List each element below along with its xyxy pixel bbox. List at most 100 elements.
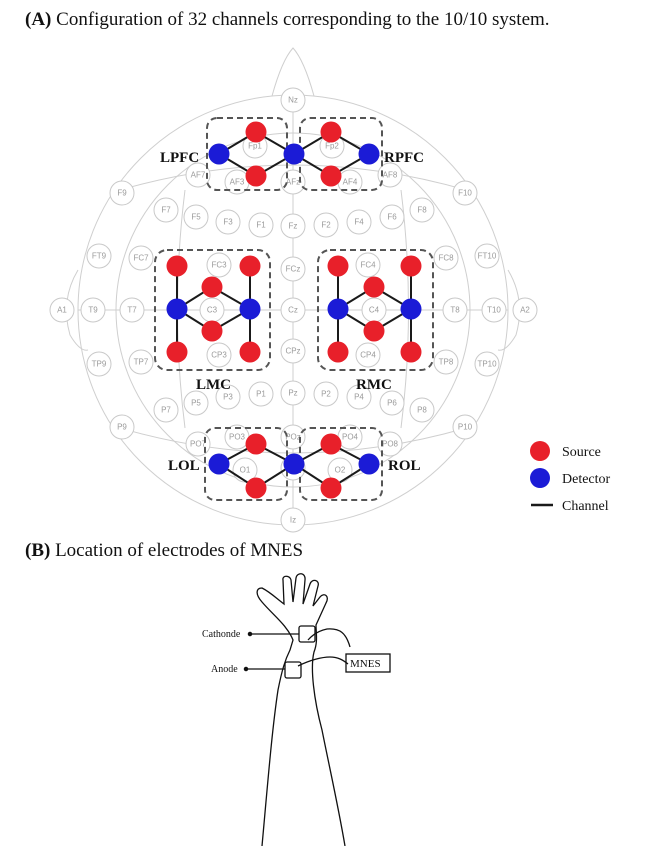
electrode-label-fp2: Fp2 <box>325 142 339 151</box>
electrode-a1 <box>49 297 75 323</box>
detector-optode-8 <box>208 453 230 475</box>
detector-optode-2 <box>283 143 305 165</box>
source-optode-17 <box>245 433 267 455</box>
source-optode-9 <box>239 255 261 277</box>
electrode-label-tp9: TP9 <box>92 360 107 369</box>
electrode-label-af8: AF8 <box>383 171 398 180</box>
electrode-t7 <box>119 297 145 323</box>
electrode-cz <box>280 297 306 323</box>
heading-b-text: Location of electrodes of MNES <box>55 540 304 561</box>
electrode-label-f5: F5 <box>191 213 201 222</box>
electrode-label-f8: F8 <box>417 206 427 215</box>
detector-optode-10 <box>358 453 380 475</box>
electrode-fc3 <box>206 252 232 278</box>
anode-label: Anode <box>211 664 238 675</box>
electrode-a2 <box>512 297 538 323</box>
electrode-label-p2: P2 <box>321 390 331 399</box>
box-lmc <box>154 249 271 371</box>
electrode-label-nz: Nz <box>288 96 298 105</box>
electrode-label-p6: P6 <box>387 399 397 408</box>
electrode-p5 <box>183 390 209 416</box>
electrode-label-f6: F6 <box>387 213 397 222</box>
electrode-f5 <box>183 204 209 230</box>
source-optode-3 <box>320 121 342 143</box>
box-rpfc <box>299 117 383 191</box>
electrode-label-p4: P4 <box>354 393 364 402</box>
source-optode-6 <box>166 341 188 363</box>
electrode-label-tp8: TP8 <box>439 358 454 367</box>
cathode-label: Cathonde <box>202 629 241 640</box>
lead-anode <box>297 656 349 667</box>
electrode-label-fc3: FC3 <box>211 261 227 270</box>
mnes-device <box>345 653 391 673</box>
electrode-ft9 <box>86 243 112 269</box>
electrode-p7 <box>153 397 179 423</box>
detector-optode-5 <box>239 298 261 320</box>
electrode-cp3 <box>206 342 232 368</box>
legend-detector: Detector <box>562 472 611 487</box>
legend-detector-marker <box>530 468 550 488</box>
electrode-label-cp4: CP4 <box>360 351 376 360</box>
electrode-af8 <box>377 162 403 188</box>
detector-optode-1 <box>208 143 230 165</box>
electrode-label-p8: P8 <box>417 406 427 415</box>
electrode-f4 <box>346 209 372 235</box>
electrode-f7 <box>153 197 179 223</box>
electrode-f2 <box>313 212 339 238</box>
electrode-label-f7: F7 <box>161 206 171 215</box>
heading-a-letter: (A) <box>25 9 52 30</box>
electrode-label-afz: AFz <box>286 178 300 187</box>
electrode-label-p1: P1 <box>256 390 266 399</box>
electrode-pz <box>280 380 306 406</box>
label-lpfc: LPFC <box>160 150 199 166</box>
arm-illustration <box>243 573 391 846</box>
source-optode-16 <box>400 341 422 363</box>
source-optode-11 <box>327 255 349 277</box>
electrode-label-p9: P9 <box>117 423 127 432</box>
detector-optode-7 <box>400 298 422 320</box>
legend-source: Source <box>562 445 601 460</box>
electrode-label-f1: F1 <box>256 221 266 230</box>
electrode-label-f3: F3 <box>223 218 233 227</box>
electrode-p4 <box>346 384 372 410</box>
electrode-tp7 <box>128 349 154 375</box>
electrode-fz <box>280 213 306 239</box>
electrode-cp4 <box>355 342 381 368</box>
label-lmc: LMC <box>196 377 231 393</box>
label-rpfc: RPFC <box>384 150 424 166</box>
arm-outline <box>256 573 346 846</box>
anode-pad <box>284 661 302 679</box>
electrode-f3 <box>215 209 241 235</box>
electrode-p2 <box>313 381 339 407</box>
detector-optode-3 <box>358 143 380 165</box>
electrode-label-po3: PO3 <box>229 433 246 442</box>
source-optode-18 <box>245 477 267 499</box>
electrode-label-fcz: FCz <box>286 265 301 274</box>
electrode-ft10 <box>474 243 500 269</box>
lead-cathode <box>307 628 351 648</box>
electrode-po8 <box>377 431 403 457</box>
electrode-cpz <box>280 338 306 364</box>
electrode-t8 <box>442 297 468 323</box>
electrode-label-tp7: TP7 <box>134 358 149 367</box>
electrode-tp10 <box>474 351 500 377</box>
electrode-nz <box>280 87 306 113</box>
electrode-label-tp10: TP10 <box>477 360 497 369</box>
electrode-fc8 <box>433 245 459 271</box>
source-optode-20 <box>320 477 342 499</box>
electrode-label-iz: Iz <box>290 516 296 525</box>
source-optode-5 <box>166 255 188 277</box>
electrode-label-p5: P5 <box>191 399 201 408</box>
source-optode-1 <box>245 121 267 143</box>
electrode-label-t8: T8 <box>450 306 460 315</box>
label-rmc: RMC <box>356 377 392 393</box>
electrode-f9 <box>109 180 135 206</box>
electrode-label-af7: AF7 <box>191 171 206 180</box>
source-optode-15 <box>400 255 422 277</box>
electrode-label-af4: AF4 <box>343 178 358 187</box>
electrode-label-a2: A2 <box>520 306 530 315</box>
heading-b: (B) Location of electrodes of MNES <box>25 540 303 562</box>
source-optode-12 <box>327 341 349 363</box>
